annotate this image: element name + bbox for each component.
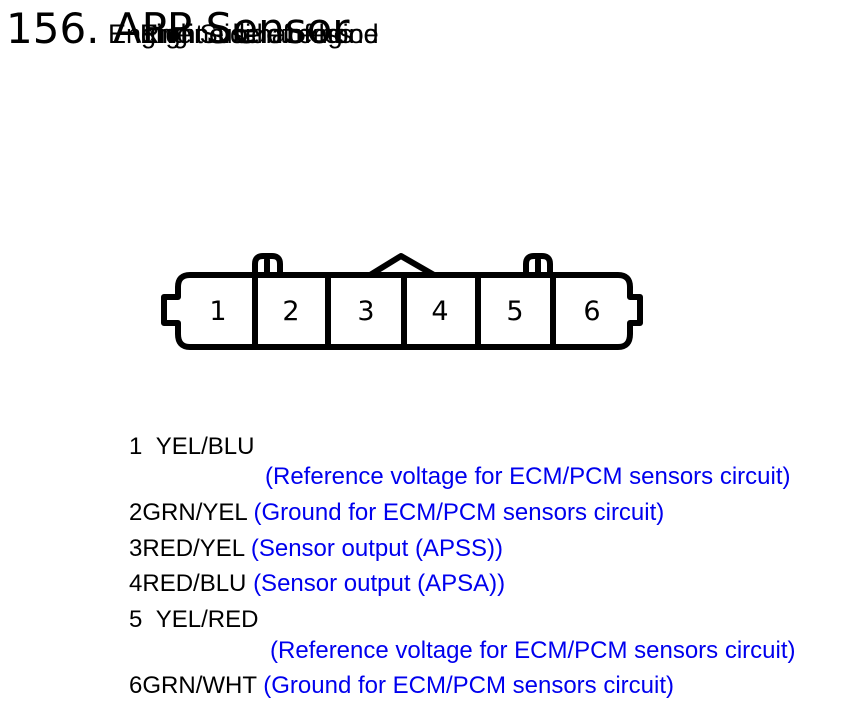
pin-label-4: 4 [431, 296, 448, 327]
pin-row-4: 4RED/BLU (Sensor output (APSA)) [129, 570, 505, 598]
pin-label-6: 6 [583, 296, 600, 327]
pin-description: (Reference voltage for ECM/PCM sensors c… [265, 463, 791, 490]
subtitle-overlay-3: Engine side of hood [140, 19, 379, 49]
pin-label-2: 2 [282, 296, 299, 327]
pin-description: (Sensor output (APSS)) [250, 535, 503, 562]
pin-number: 2 [129, 499, 143, 526]
pin-number: 1 [129, 433, 143, 460]
connector-housing-outline [161, 272, 643, 350]
lock-tab-left [252, 253, 283, 278]
pin-label-5: 5 [506, 296, 523, 327]
subtitle-overlay-1: Engine Sub-harness [108, 19, 353, 49]
pin-row-2: 2GRN/YEL (Ground for ECM/PCM sensors cir… [129, 499, 664, 527]
wire-color: GRN/YEL [142, 499, 247, 526]
pin-row-1: 1 YEL/BLU [129, 433, 254, 461]
wire-color: RED/YEL [142, 535, 245, 562]
pin-label-1: 1 [209, 296, 226, 327]
pin-row-3: 3RED/YEL (Sensor output (APSS)) [129, 535, 503, 563]
page-title: 156. APP Sensor [6, 4, 350, 53]
pin-number: 6 [129, 672, 143, 699]
pin-row-6: 6GRN/WHT (Ground for ECM/PCM sensors cir… [129, 672, 674, 700]
pin-number: 4 [129, 570, 143, 597]
lock-tab-right [523, 253, 553, 278]
pin-row-5: 5 YEL/RED [129, 606, 258, 634]
pin-description: (Ground for ECM/PCM sensors circuit) [263, 672, 675, 699]
wire-color: YEL/RED [155, 606, 259, 633]
pin-description: (Sensor output (APSA)) [253, 570, 506, 597]
pin-description: (Ground for ECM/PCM sensors circuit) [253, 499, 665, 526]
key-ridge [367, 253, 437, 278]
subtitle-overlay-2: Right side of engine [140, 19, 379, 49]
pin-description: (Reference voltage for ECM/PCM sensors c… [270, 637, 796, 664]
wire-color: RED/BLU [142, 570, 247, 597]
wire-color: YEL/BLU [155, 433, 255, 460]
pin-number: 5 [129, 606, 143, 633]
pin-number: 3 [129, 535, 143, 562]
pin-label-3: 3 [357, 296, 374, 327]
wire-color: GRN/WHT [142, 672, 257, 699]
